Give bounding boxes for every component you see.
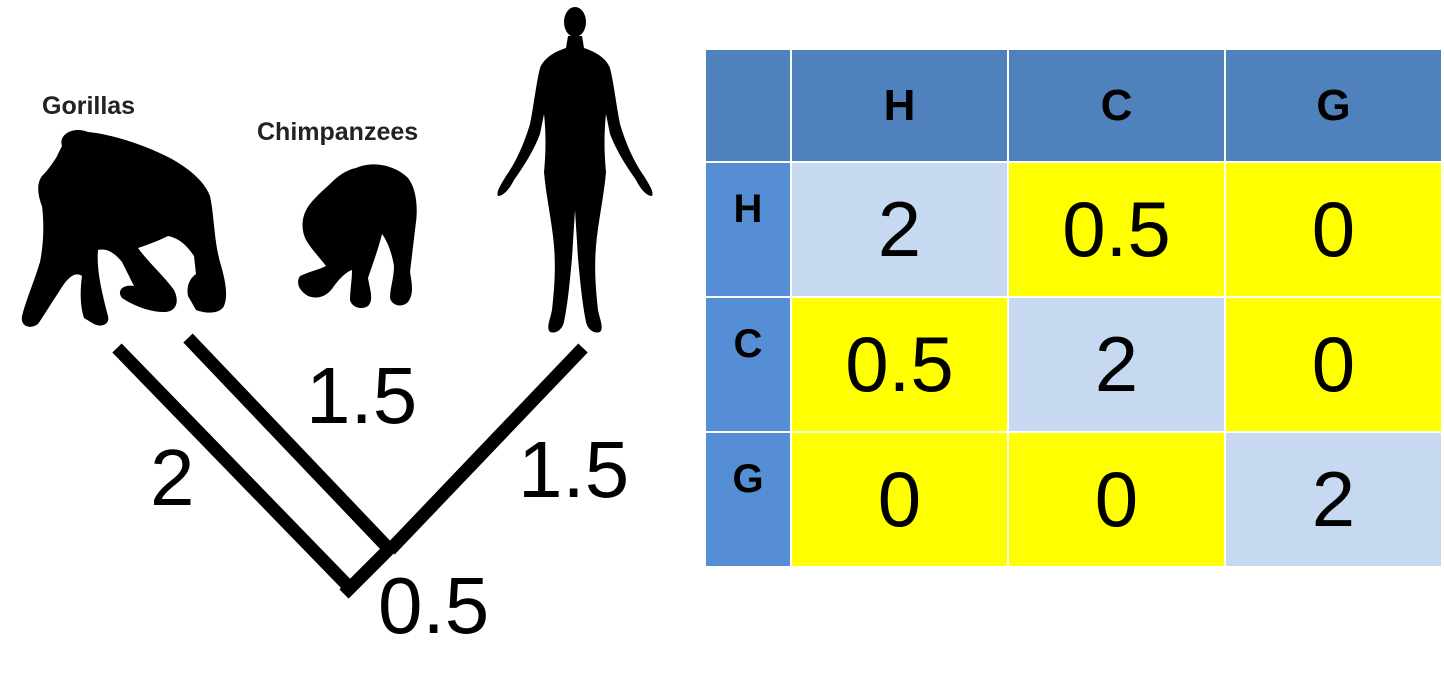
cell-g-g: 2 <box>1224 431 1443 568</box>
cell-c-c: 2 <box>1007 296 1226 433</box>
gorilla-branch <box>112 343 357 595</box>
gorilla-silhouette <box>21 129 227 327</box>
row-header-g: G <box>704 431 792 568</box>
cell-g-c: 0 <box>1007 431 1226 568</box>
chimp-branch <box>183 333 395 555</box>
chimpanzees-label: Chimpanzees <box>257 118 419 146</box>
col-header-c: C <box>1007 48 1226 163</box>
human-branch <box>385 343 588 555</box>
human-branch-length: 1.5 <box>518 425 630 514</box>
gorilla-branch-length: 2 <box>150 433 195 522</box>
matrix-corner-cell <box>704 48 792 163</box>
cell-h-c: 0.5 <box>1007 161 1226 298</box>
col-header-g: G <box>1224 48 1443 163</box>
matrix-row-c: C 0.5 2 0 <box>704 296 1443 433</box>
cell-h-g: 0 <box>1224 161 1443 298</box>
matrix-row-g: G 0 0 2 <box>704 431 1443 568</box>
matrix-header-row: H C G <box>704 48 1443 163</box>
phylogenetic-tree: Gorillas Chimpanzees 2 1.5 1.5 0.5 <box>0 0 700 675</box>
cell-g-h: 0 <box>790 431 1009 568</box>
cell-c-h: 0.5 <box>790 296 1009 433</box>
row-header-c: C <box>704 296 792 433</box>
internal-branch <box>339 543 395 599</box>
similarity-matrix: H C G H 2 0.5 0 C 0.5 2 0 G 0 0 2 <box>704 48 1443 568</box>
cell-h-h: 2 <box>790 161 1009 298</box>
chimp-branch-length: 1.5 <box>306 351 418 440</box>
row-header-h: H <box>704 161 792 298</box>
cell-c-g: 0 <box>1224 296 1443 433</box>
tree-drawing <box>21 7 653 599</box>
internal-branch-length: 0.5 <box>378 561 490 650</box>
chimpanzee-silhouette <box>298 164 417 308</box>
gorillas-label: Gorillas <box>42 92 136 120</box>
matrix-row-h: H 2 0.5 0 <box>704 161 1443 298</box>
col-header-h: H <box>790 48 1009 163</box>
human-silhouette <box>497 7 653 333</box>
